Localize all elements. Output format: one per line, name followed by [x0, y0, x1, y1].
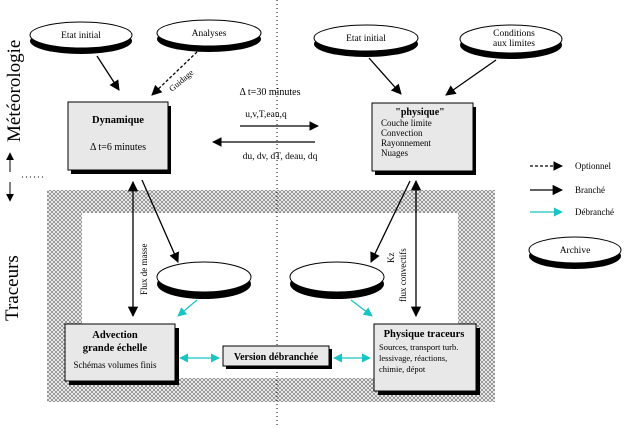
physique-item: Nuages [381, 148, 408, 158]
arrow-archive-to-physique-traceurs [350, 299, 373, 317]
physique-traceurs-box [373, 323, 477, 392]
flux-convectifs-label: flux convectifs [398, 248, 408, 302]
archive-etat-initial-left: Etat initial [29, 21, 133, 54]
etat-initial-left-label: Etat initial [61, 31, 101, 41]
physique-title: "physique" [395, 107, 444, 118]
legend: Optionnel Branché Débranché Archive [528, 161, 622, 269]
arrow-etat-to-dynamique [96, 55, 120, 91]
flux-kz-label: Kz [386, 253, 396, 264]
arrow-etat-to-physique [368, 57, 402, 95]
legend-disconnected-label: Débranché [575, 207, 614, 217]
legend-optional-label: Optionnel [575, 161, 611, 171]
tracer-archive-right [289, 261, 385, 299]
legend-connected-label: Branché [575, 185, 605, 195]
archive-etat-initial-right: Etat initial [313, 24, 419, 57]
physique-item: Convection [381, 128, 423, 138]
dynamique-title: Dynamique [92, 115, 144, 126]
physique-traceurs-title: Physique traceurs [384, 329, 465, 340]
conditions-label-line1: Conditions [493, 29, 535, 39]
version-box [222, 345, 330, 367]
flux-masse-label: Flux de masse [139, 243, 149, 295]
physique-traceurs-item: lessivage, réactions, [379, 353, 447, 363]
archive-analyses: Analyses [156, 19, 262, 52]
legend-archive: Archive [528, 236, 622, 269]
guidage-label: Guidage [167, 67, 196, 93]
arrow-archive-to-advection [177, 299, 198, 317]
advection-line3: Schémas volumes finis [74, 360, 157, 370]
etat-initial-right-label: Etat initial [346, 34, 386, 44]
advection-line2: grande échelle [83, 343, 148, 354]
arrow-conditions-to-physique [445, 59, 497, 96]
analyses-label: Analyses [192, 29, 227, 39]
arrow-dynamique-to-archive [141, 179, 179, 263]
physique-traceurs-item: Sources, transport turb. [379, 342, 458, 352]
section-label-meteorologie: Météorologie [4, 40, 25, 142]
conditions-label-line2: aux limites [493, 39, 535, 49]
arrow-analyses-to-dynamique [151, 51, 198, 96]
physique-traceurs-item: chimie, dépot [379, 364, 426, 374]
archive-conditions: Conditions aux limites [459, 24, 563, 59]
dynamique-box [67, 101, 169, 171]
exchange-vars-back: du, dv, dT, deau, dq [243, 152, 318, 162]
physique-box [371, 102, 474, 172]
advection-line1: Advection [92, 330, 138, 341]
arrow-physique-to-archive [370, 180, 411, 263]
legend-archive-label: Archive [560, 246, 591, 256]
tracer-archive-left [156, 261, 252, 299]
dynamique-timestep: Δ t=6 minutes [90, 142, 146, 153]
version-label: Version débranchée [234, 352, 319, 363]
exchange-timestep: Δ t=30 minutes [240, 87, 301, 98]
exchange-vars-forward: u,v,T,eau,q [245, 110, 287, 120]
section-label-traceurs: Traceurs [2, 255, 23, 321]
physique-item: Rayonnement [381, 138, 431, 148]
physique-item: Couche limite [381, 118, 432, 128]
advection-box [64, 323, 176, 382]
